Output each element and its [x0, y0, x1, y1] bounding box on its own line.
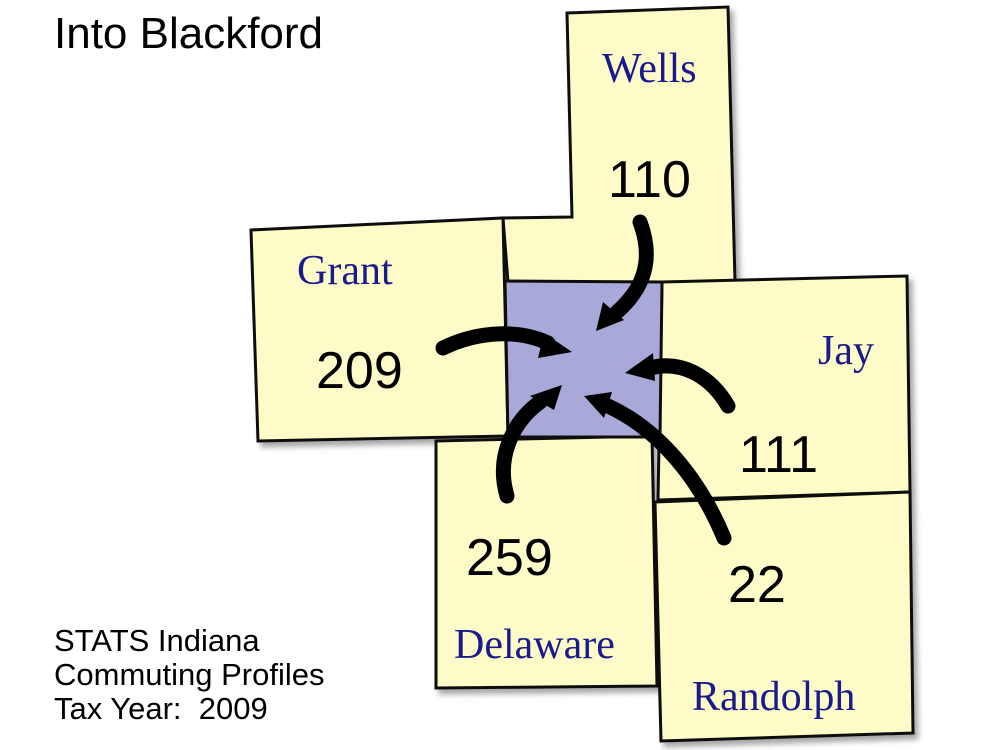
- source-line-1: STATS Indiana: [54, 623, 260, 658]
- commuters-wells: 110: [608, 151, 691, 209]
- map-title: Into Blackford: [54, 9, 324, 58]
- flow-arrow-wells: [596, 214, 654, 331]
- county-name-delaware: Delaware: [454, 622, 615, 668]
- source-line-3: Tax Year: 2009: [54, 691, 268, 726]
- county-name-grant: Grant: [297, 248, 393, 294]
- county-name-randolph: Randolph: [692, 674, 855, 720]
- commuters-grant: 209: [316, 342, 403, 400]
- flow-arrow-grant: [435, 326, 572, 358]
- county-name-jay: Jay: [818, 328, 874, 374]
- county-randolph: [653, 490, 915, 743]
- flow-arrow-jay: [625, 353, 736, 414]
- commuters-delaware: 259: [466, 529, 553, 587]
- county-name-wells: Wells: [602, 46, 697, 92]
- commuters-randolph: 22: [728, 556, 786, 614]
- flow-arrow-delaware: [495, 385, 562, 504]
- source-note: STATS Indiana Commuting Profiles Tax Yea…: [54, 624, 324, 726]
- source-line-2: Commuting Profiles: [54, 657, 325, 692]
- commuters-jay: 111: [739, 426, 818, 484]
- flow-arrow-randolph: [584, 392, 732, 546]
